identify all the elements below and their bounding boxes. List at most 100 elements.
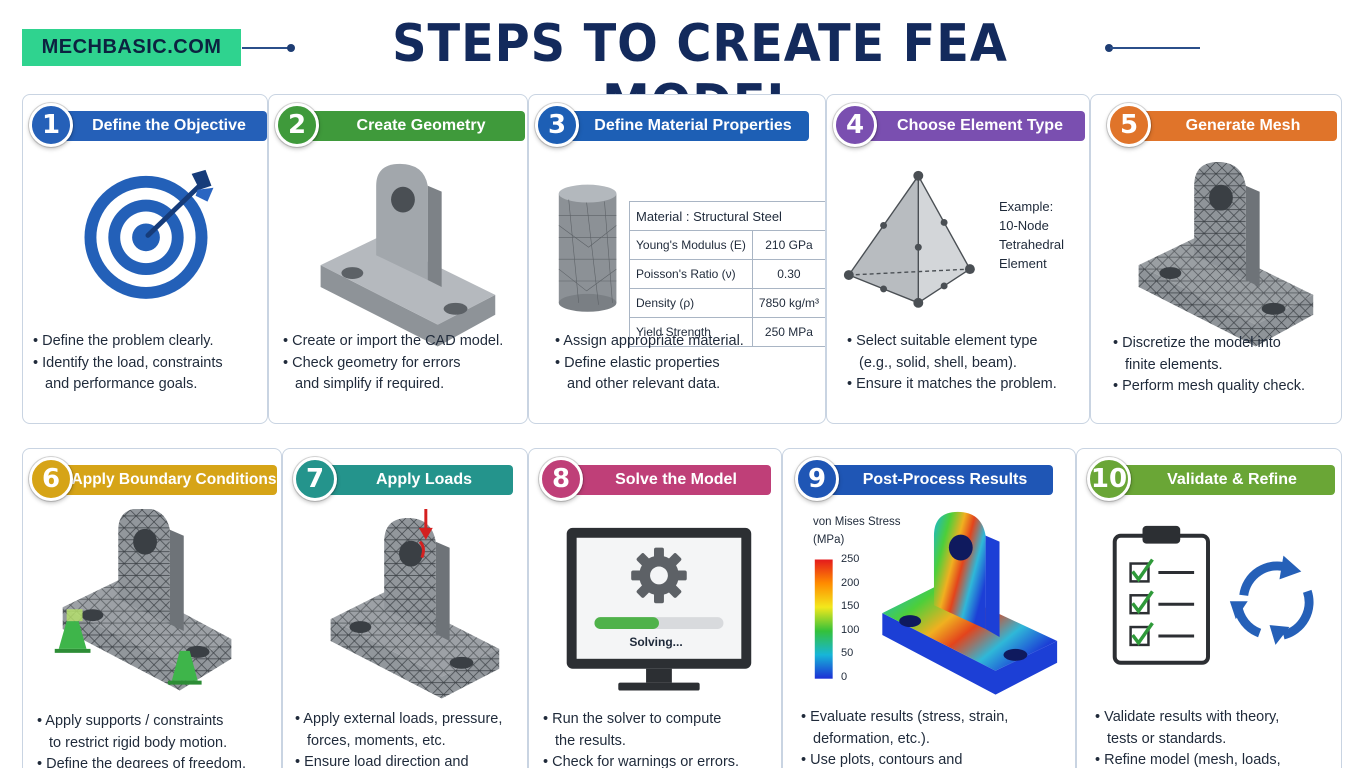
bullet: and simplify if required. [295,376,445,392]
example-label: Example: [999,199,1054,214]
tetrahedron-icon [843,170,975,308]
bullet: • Apply external loads, pressure, [295,711,503,727]
bullet: finite elements. [1125,356,1223,373]
bullet: deformation, etc.). [813,730,930,747]
step-title: Define the Objective [51,111,267,141]
step-card-1: 1 Define the Objective • Define the prob… [22,94,268,424]
property-name: Yield Strength [629,317,753,347]
step-title: Apply Loads [315,465,513,495]
step-bullets: • Assign appropriate material. • Define … [555,331,819,396]
step-number: 9 [795,457,839,501]
bracket-model-icon [320,163,496,347]
step-bullets: • Validate results with theory, tests or… [1095,707,1335,768]
step-number: 4 [833,103,877,147]
step-title: Validate & Refine [1109,465,1335,495]
step-number: 1 [29,103,73,147]
bullet: • Apply supports / constraints [37,713,224,729]
step-title: Generate Mesh [1129,111,1337,141]
step-card-4: 4 Choose Element Type Example: 10-Node T… [826,94,1090,424]
element-example: Example: 10-Node Tetrahedral Element [999,197,1064,273]
step-number: 3 [535,103,579,147]
property-name: Density (ρ) [629,288,753,318]
property-value: 0.30 [751,259,825,289]
legend-tick: 100 [841,623,860,636]
step-card-6: 6 Apply Boundary Conditions • Apply supp… [22,448,282,768]
step-title: Post-Process Results [817,465,1053,495]
bullet: and other relevant data. [567,376,721,392]
bullet: • Assign appropriate material. [555,333,744,349]
legend-tick: 50 [841,647,854,659]
property-name: Poisson's Ratio (ν) [629,259,753,289]
step-title: Define Material Properties [557,111,809,141]
brand-badge: MECHBASIC.COM [22,29,241,66]
step-title: Solve the Model [561,465,771,495]
title-dot-right [1105,44,1113,52]
title-dot-left [287,44,295,52]
step-bullets: • Evaluate results (stress, strain, defo… [801,707,1069,768]
legend-title: von Mises Stress [813,516,901,528]
example-line: Tetrahedral [999,237,1065,252]
step-title: Choose Element Type [855,111,1085,141]
step-number: 7 [293,457,337,501]
step-bullets: • Discretize the model into finite eleme… [1113,333,1335,398]
bullet: • Use plots, contours and [801,752,963,768]
step-number: 6 [29,457,73,501]
property-value: 210 GPa [751,230,825,260]
legend-unit: (MPa) [813,534,845,546]
material-table-header: Material : Structural Steel [629,201,825,231]
legend-tick: 200 [841,576,860,589]
legend-ticks: 250 200 150 100 50 0 [841,553,881,683]
legend-tick: 250 [841,553,860,565]
bullet: • Select suitable element type [847,333,1038,349]
step-bullets: • Run the solver to compute the results.… [543,709,775,768]
supported-bracket-icon [54,509,232,691]
bullet: • Define the problem clearly. [33,333,214,349]
step-card-7: 7 Apply Loads • Apply external loads, pr… [282,448,528,768]
bullet: • Refine model (mesh, loads, [1095,752,1281,768]
step-card-10: 10 Validate & Refine • Validate results [1076,448,1342,768]
bullet: • Evaluate results (stress, strain, [801,709,1009,725]
bullet: • Check for warnings or errors. [543,754,740,768]
bullet: forces, moments, etc. [307,732,446,749]
property-value: 250 MPa [751,317,825,347]
bullet: • Ensure load direction and [295,754,469,768]
legend-tick: 150 [841,600,860,612]
step-number: 5 [1107,103,1151,147]
bullet: • Identify the load, constraints [33,354,223,371]
bullet: • Validate results with theory, [1095,709,1280,725]
bullet: and performance goals. [45,376,198,392]
bullet: the results. [555,732,626,749]
gear-icon [631,547,687,604]
material-table: Material : Structural Steel Young's Modu… [629,201,825,347]
step-card-8: 8 Solve the Model Solving... • Run t [528,448,782,768]
solver-status: Solving... [629,635,683,649]
example-line: Element [999,256,1047,271]
bullet: • Create or import the CAD model. [283,333,504,349]
bullet: • Run the solver to compute [543,711,722,727]
step-number: 2 [275,103,319,147]
legend-tick: 0 [841,670,848,683]
bullet: • Check geometry for errors [283,354,461,371]
target-icon [84,169,214,299]
step-bullets: • Apply supports / constraints to restri… [37,711,275,768]
step-card-5: 5 Generate Mesh • Discretize the model i… [1090,94,1342,424]
step-card-3: 3 Define Material Properties Material : … [528,94,826,424]
meshed-bracket-icon [1138,161,1314,347]
step-title: Apply Boundary Conditions [51,465,277,495]
step-title: Create Geometry [297,111,525,141]
bullet: to restrict rigid body motion. [49,734,228,751]
step-bullets: • Create or import the CAD model. • Chec… [283,331,521,396]
bullet: • Define elastic properties [555,354,720,371]
bullet: • Perform mesh quality check. [1113,378,1306,394]
title-rule-right [1110,47,1200,49]
stress-legend-title: von Mises Stress (MPa) [813,513,901,549]
bullet: (e.g., solid, shell, beam). [859,354,1017,371]
step-number: 10 [1087,457,1131,501]
step-bullets: • Define the problem clearly. • Identify… [33,331,261,396]
bullet: • Ensure it matches the problem. [847,376,1057,392]
step-bullets: • Apply external loads, pressure, forces… [295,709,521,768]
step-card-9: 9 Post-Process Results von Mises Stress … [782,448,1076,768]
monitor-gear-icon [566,527,752,691]
property-value: 7850 kg/m³ [751,288,825,318]
title-rule-left [242,47,290,49]
